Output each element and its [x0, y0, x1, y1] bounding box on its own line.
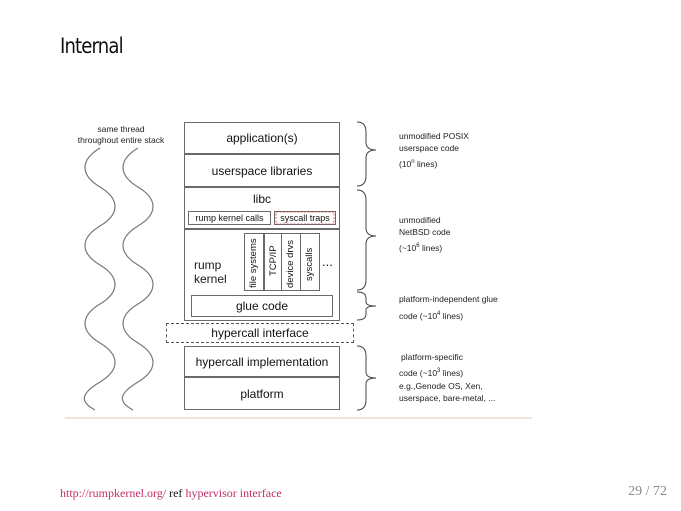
libc-label: libc — [252, 192, 271, 206]
more-subsystems-ellipsis: ... — [322, 254, 333, 269]
syscalls-label: syscalls — [304, 247, 315, 281]
platform-line-3: e.g.,Genode OS, Xen, — [399, 380, 483, 391]
platform-line-2-post: lines) — [440, 367, 464, 378]
thread-wave-left — [83, 147, 116, 411]
glue-annotation: platform-independent glue code (~104 lin… — [399, 293, 498, 322]
userspace-libraries-label: userspace libraries — [211, 163, 313, 178]
brace-platform — [356, 345, 377, 411]
brace-posix — [356, 121, 377, 187]
glue-line-2-sup: 4 — [437, 311, 441, 317]
posix-annotation: unmodified POSIX userspace code (10n lin… — [399, 130, 469, 170]
hypervisor-interface-link[interactable]: hypervisor interface — [185, 486, 282, 500]
file-systems-box — [244, 233, 264, 291]
glue-line-2-pre: code (~10 — [399, 310, 438, 321]
netbsd-line-1: unmodified — [399, 215, 441, 225]
syscall-traps-label: syscall traps — [280, 213, 330, 223]
brace-glue — [356, 291, 377, 321]
device-drvs-label: device drvs — [285, 239, 296, 288]
netbsd-line-3-sup: 6 — [416, 243, 420, 249]
netbsd-line-2: NetBSD code — [399, 227, 451, 237]
rumpkernel-link[interactable]: http://rumpkernel.org/ — [60, 486, 167, 500]
netbsd-line-3-pre: (~10 — [399, 242, 417, 253]
platform-line-2: code (~103 lines) — [399, 365, 495, 379]
hypercall-interface-box: hypercall interface — [166, 323, 354, 343]
syscall-traps-box: syscall traps — [274, 211, 336, 225]
userspace-libraries-box: userspace libraries — [184, 154, 340, 187]
posix-line-3: (10n lines) — [399, 156, 469, 170]
footer: http://rumpkernel.org/ ref hypervisor in… — [60, 486, 282, 501]
posix-line-3-sup: n — [411, 159, 415, 165]
platform-line-2-pre: code (~10 — [399, 367, 438, 378]
brace-netbsd — [356, 189, 377, 291]
thread-wave-right — [121, 147, 154, 411]
posix-line-1: unmodified POSIX — [399, 131, 469, 141]
hypercall-implementation-box: hypercall implementation — [184, 346, 340, 377]
application-label: application(s) — [226, 131, 298, 145]
glue-code-label: glue code — [235, 299, 289, 313]
rump-kernel-calls-label: rump kernel calls — [195, 213, 264, 223]
hypercall-implementation-label: hypercall implementation — [195, 354, 329, 369]
slide-title: Internal — [60, 34, 124, 58]
application-box: application(s) — [184, 122, 340, 154]
platform-label: platform — [240, 386, 284, 401]
posix-line-2: userspace code — [399, 143, 460, 153]
glue-line-1: platform-independent glue — [399, 294, 498, 304]
posix-line-3-pre: (10 — [399, 158, 412, 169]
glue-line-2-post: lines) — [440, 310, 464, 321]
platform-annotation: platform-specific code (~103 lines) e.g.… — [399, 351, 495, 404]
footer-ref-text: ref — [166, 486, 186, 500]
rump-kernel-calls-box: rump kernel calls — [188, 211, 271, 225]
platform-line-4: userspace, bare-metal, ... — [399, 392, 496, 403]
hypercall-interface-label: hypercall interface — [211, 326, 309, 340]
glue-line-2: code (~104 lines) — [399, 308, 498, 322]
platform-line-1: platform-specific — [401, 352, 463, 362]
tcp-ip-label: TCP/IP — [268, 245, 279, 276]
netbsd-line-3: (~106 lines) — [399, 240, 451, 254]
thread-label: same thread throughout entire stack — [77, 124, 165, 145]
platform-line-2-sup: 3 — [437, 368, 441, 374]
rump-kernel-label: rump kernel — [194, 258, 227, 286]
netbsd-line-3-post: lines) — [419, 242, 443, 253]
syscalls-box — [300, 233, 320, 291]
file-systems-label: file systems — [248, 238, 259, 288]
glue-code-box: glue code — [191, 295, 333, 317]
posix-line-3-post: lines) — [414, 158, 438, 169]
page-number: 29 / 72 — [628, 484, 667, 499]
platform-box: platform — [184, 377, 340, 410]
netbsd-annotation: unmodified NetBSD code (~106 lines) — [399, 214, 451, 254]
